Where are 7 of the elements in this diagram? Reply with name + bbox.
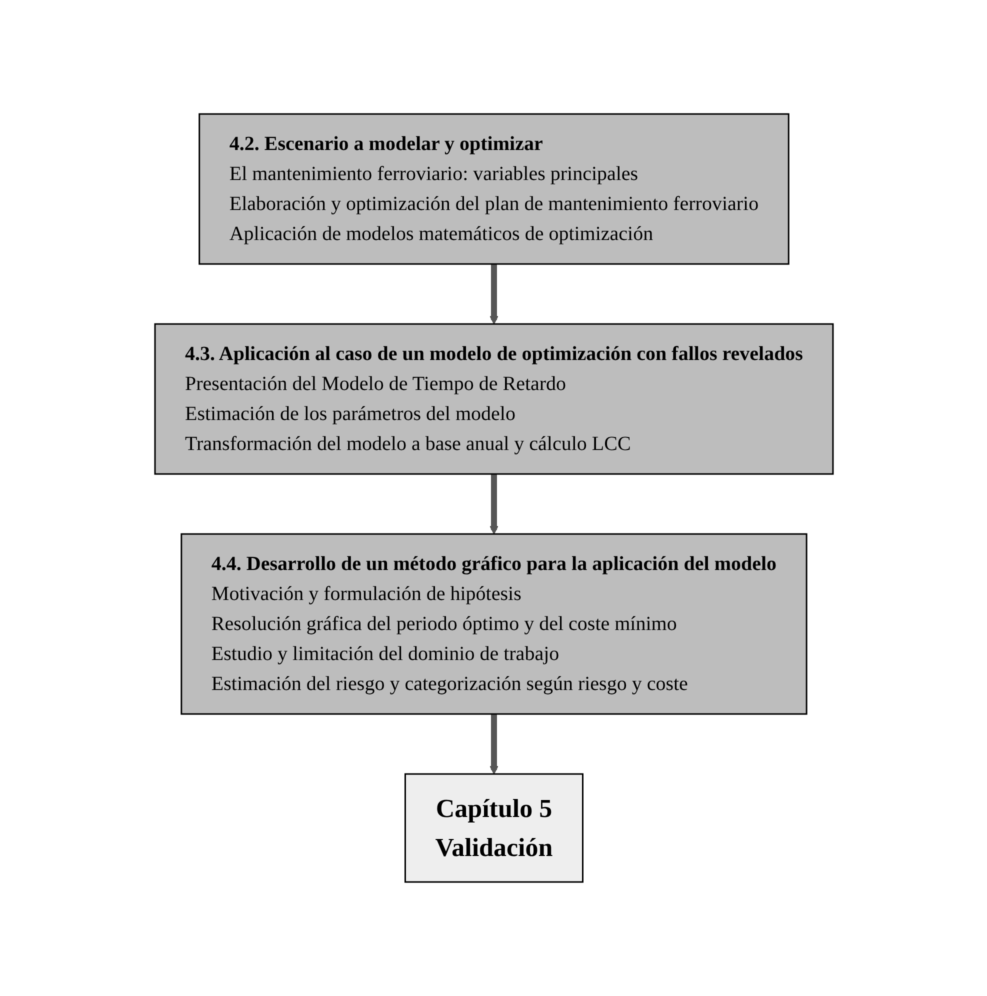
arrow: [489, 714, 498, 774]
node-box: 4.2. Escenario a modelar y optimizar El mantenimiento ferroviario: variables principales Elaboración y optimización del plan de mantenimiento ferroviario Aplicación de modelos matemáticos de optimización: [198, 113, 789, 265]
node-box: Capítulo 5 Validación: [404, 773, 584, 883]
node-box: 4.4. Desarrollo de un método gráfico para la aplicación del modelo Motivación y formulación de hipótesis Resolución gráfica del periodo óptimo y del coste mínimo Estudio y limitación del dominio de trabajo Estimación del riesgo y categorización según riesgo y coste: [180, 533, 807, 715]
node-box: 4.3. Aplicación al caso de un modelo de optimización con fallos revelados Presentación del Modelo de Tiempo de Retardo Estimación de los parámetros del modelo Transformación del modelo a base anual y cálculo LCC: [154, 323, 834, 475]
arrow: [489, 474, 498, 534]
arrow: [489, 264, 498, 324]
